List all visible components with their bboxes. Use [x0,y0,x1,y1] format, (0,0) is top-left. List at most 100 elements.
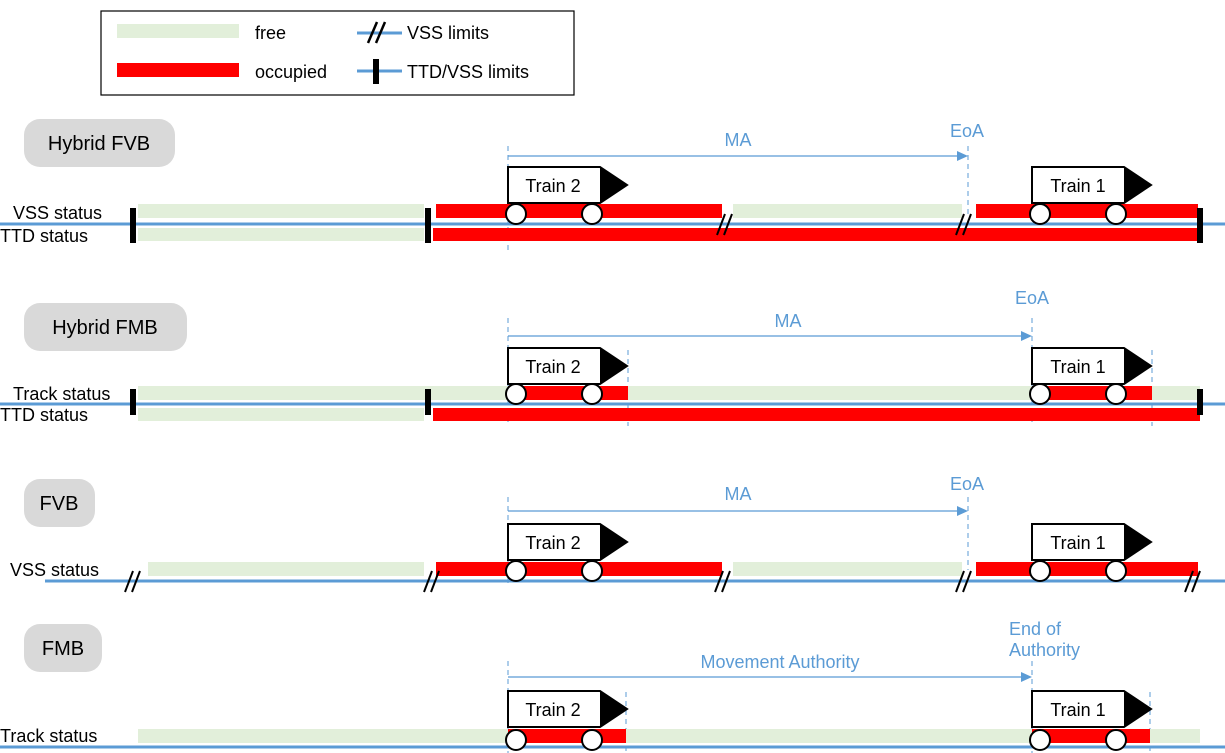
ma-label: Movement Authority [700,652,859,672]
vss-segment-free [148,562,424,576]
train-wheel [581,560,603,582]
ma-arrow [508,331,1032,341]
train-label: Train 1 [1050,176,1105,196]
train-direction-arrow [1124,167,1151,203]
row-label: VSS status [13,203,102,223]
train-wheel [505,729,527,751]
train-wheel [1029,729,1051,751]
train-direction-arrow [1124,524,1151,560]
train-wheel [505,203,527,225]
ttd-segment-occupied [433,228,1200,241]
train-1: Train 1 [1029,166,1153,225]
train-wheel [1105,560,1127,582]
track-segment-free [138,729,508,743]
train-direction-arrow [600,524,627,560]
track-segment-free [138,386,508,400]
ma-label: MA [725,484,752,504]
train-wheel [1105,203,1127,225]
train-label: Train 2 [525,533,580,553]
ma-label: MA [775,311,802,331]
legend-box [100,10,575,96]
train-label: Train 2 [525,700,580,720]
train-direction-arrow [1124,348,1151,384]
ma-arrow [508,506,968,516]
legend-occupied-label: occupied [255,62,327,82]
train-wheel [581,383,603,405]
row-label: TTD status [0,226,88,246]
train-wheel [1029,560,1051,582]
track-segment-free [626,729,1032,743]
eoa-label: EoA [950,474,984,494]
track-segment-free [1152,386,1200,400]
train-label: Train 1 [1050,700,1105,720]
train-label: Train 1 [1050,357,1105,377]
row-label: Track status [0,726,97,746]
track-segment-free [628,386,1032,400]
ttd-vss-limit-marker [1197,208,1203,243]
vss-limit-marker [1184,570,1201,593]
train-wheel [1029,203,1051,225]
row-label: Track status [13,384,110,404]
train-direction-arrow [600,691,627,727]
vss-segment-occupied [976,204,1198,218]
train-direction-arrow [1124,691,1151,727]
train-label: Train 2 [525,357,580,377]
eoa-label-line: End of [1009,619,1062,639]
ttd-segment-free [138,408,424,421]
train-wheel [581,729,603,751]
section-title: Hybrid FMB [52,317,158,339]
eoa-label-line: Authority [1009,640,1080,660]
section-title: FMB [42,638,84,660]
section-title-badge [24,624,102,672]
row-label: TTD status [0,405,88,425]
section-title-badge [24,119,175,167]
train-label: Train 2 [525,176,580,196]
vss-segment-free [733,204,962,218]
section-hybrid-fmb: Hybrid FMB Track status TTD status MA Eo… [0,288,1225,426]
legend-occupied-swatch [117,63,239,77]
ttd-vss-limit-marker [130,208,136,243]
section-title: FVB [40,493,79,515]
ma-arrow [508,672,1032,682]
ttd-segment-occupied [433,408,1200,421]
train-label: Train 1 [1050,533,1105,553]
train-1: Train 1 [1029,690,1153,751]
legend-free-label: free [255,23,286,43]
vss-limit-marker [955,570,972,593]
vss-limit-marker [714,570,731,593]
ma-arrow [508,151,968,161]
train-2: Train 2 [505,690,629,751]
section-fvb: FVB VSS status MA EoA [10,474,1225,593]
vss-limit-marker [716,213,733,236]
train-wheel [1105,729,1127,751]
ttd-limit-marker [1197,389,1203,415]
vss-segment-occupied [436,562,722,576]
section-title-badge [24,303,187,351]
train-wheel [505,560,527,582]
vss-limit-marker [955,213,972,236]
train-2: Train 2 [505,523,629,582]
section-fmb: FMB Track status Movement Authority End … [0,619,1225,753]
legend-vss-limit-symbol [357,21,402,44]
train-1: Train 1 [1029,523,1153,582]
vss-limit-marker [423,570,440,593]
eoa-label: EoA [950,121,984,141]
vss-segment-occupied [436,204,722,218]
vss-segment-free [138,204,424,218]
train-2: Train 2 [505,166,629,225]
train-wheel [505,383,527,405]
section-hybrid-fvb: Hybrid FVB VSS status TTD status MA EoA [0,119,1225,250]
vss-segment-free [733,562,962,576]
legend-vss-limits-label: VSS limits [407,23,489,43]
legend-ttd-vss-limits-label: TTD/VSS limits [407,62,529,82]
ttd-segment-free [138,228,424,241]
ttd-limit-marker [130,389,136,415]
train-direction-arrow [600,167,627,203]
train-2: Train 2 [505,347,629,405]
section-title: Hybrid FVB [48,133,150,155]
track-segment-free [1150,729,1200,743]
legend-ttd-vss-limit-symbol [357,59,402,84]
section-title-badge [24,479,95,527]
train-wheel [1105,383,1127,405]
